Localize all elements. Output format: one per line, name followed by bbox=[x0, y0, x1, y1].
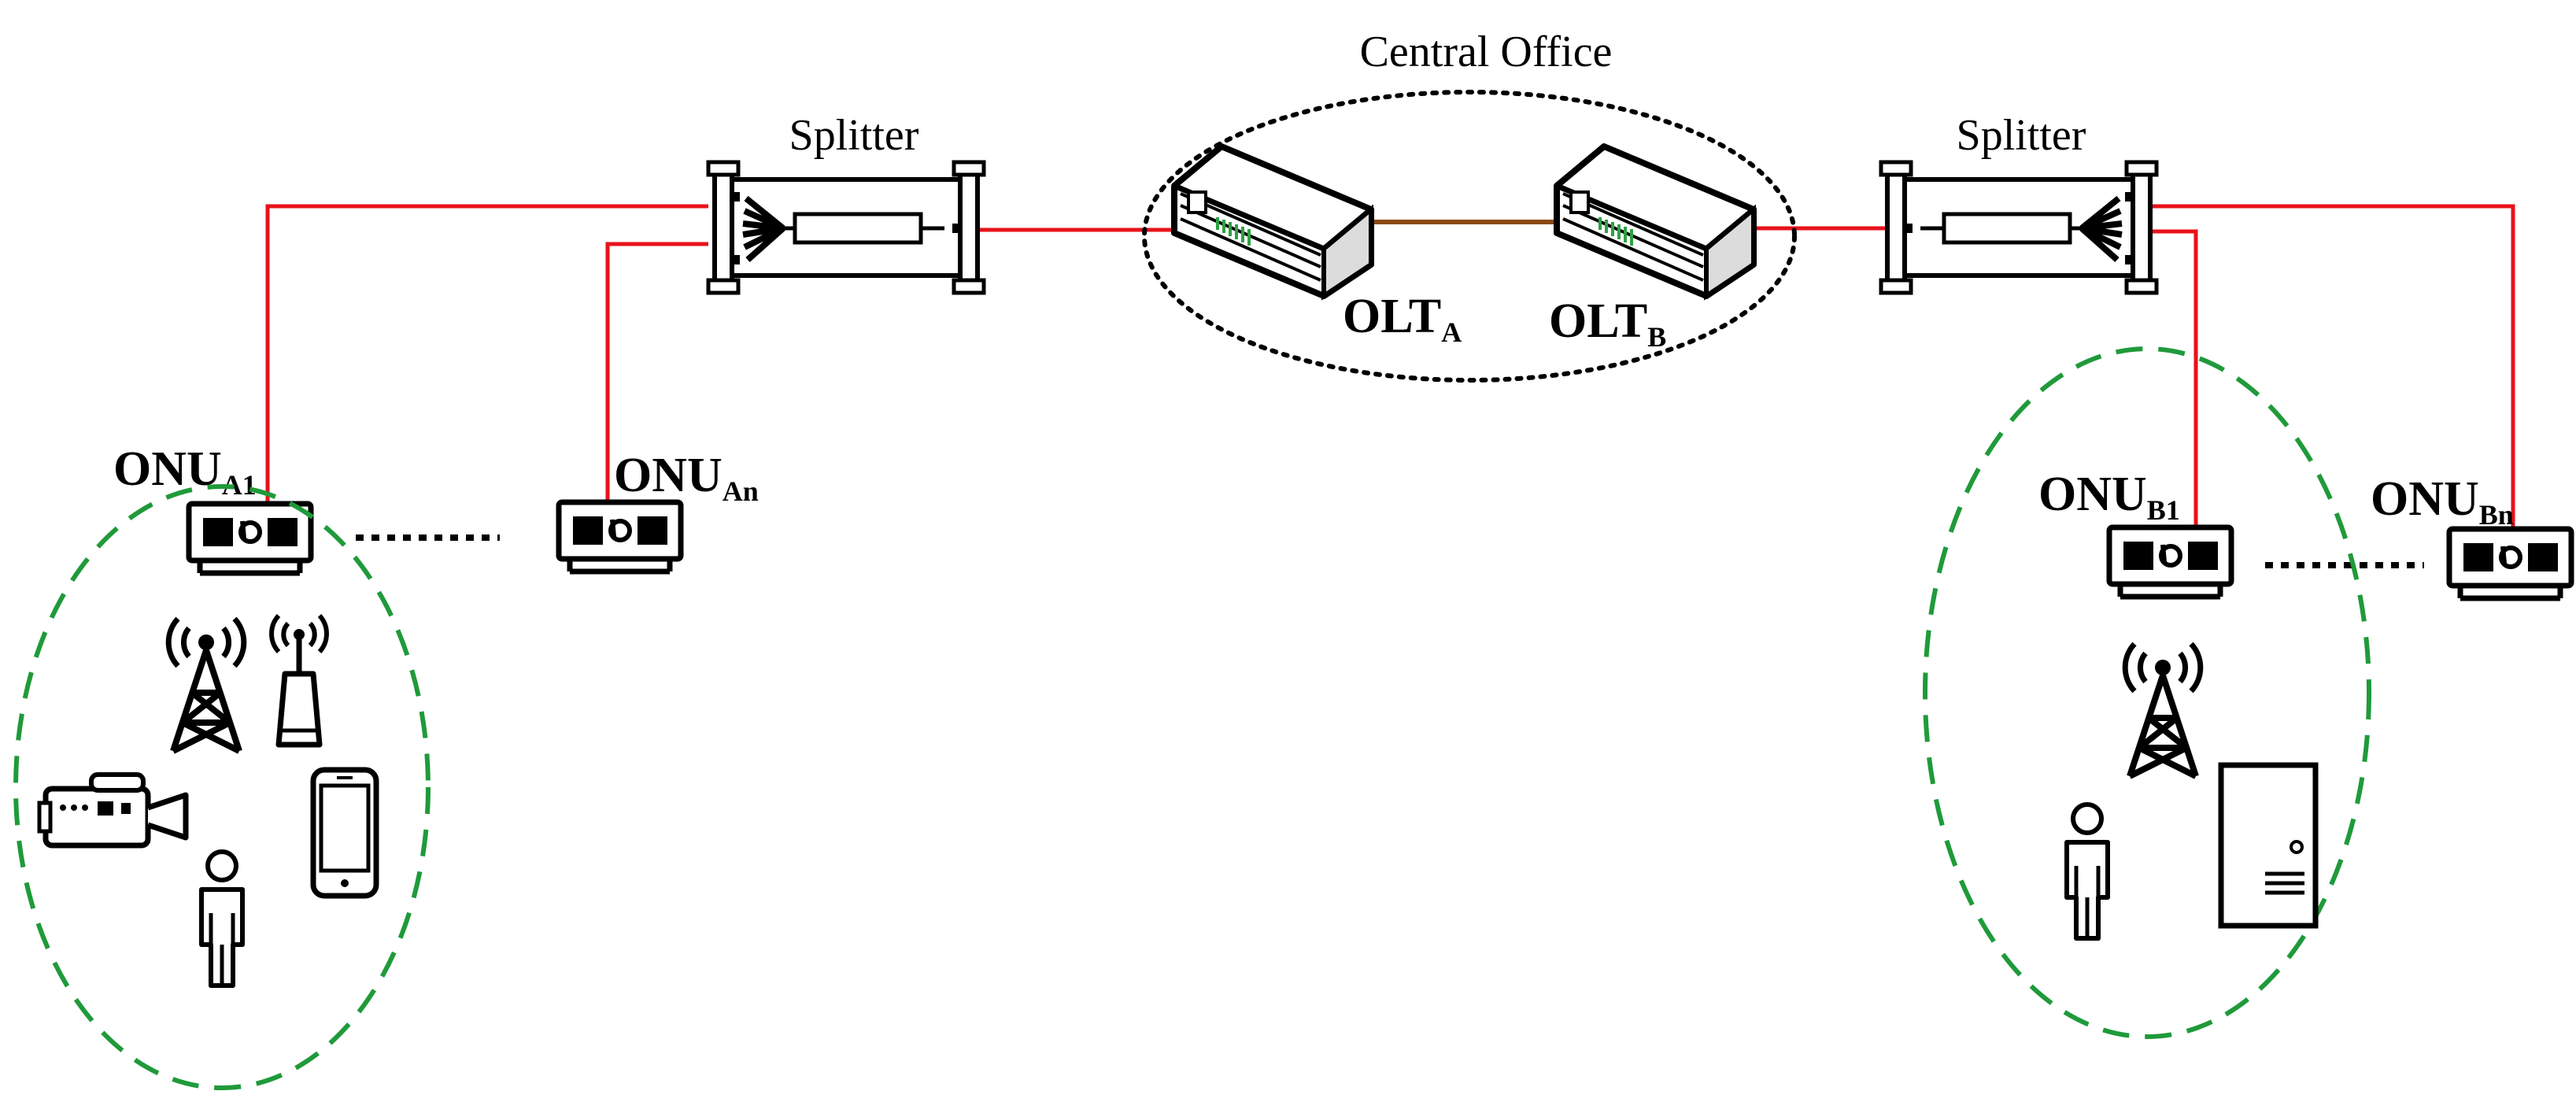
olt-b-sub: B bbox=[1647, 321, 1666, 353]
onu-b1-sub: B1 bbox=[2147, 494, 2180, 526]
splitter-b-icon bbox=[1881, 162, 2157, 293]
splitter-b-label: Splitter bbox=[1957, 111, 2086, 160]
olt-a-device-icon bbox=[1174, 146, 1371, 296]
onu-bn: ONUBn bbox=[2371, 472, 2571, 598]
smartphone-icon bbox=[310, 767, 379, 899]
splitter-b: Splitter bbox=[1881, 111, 2157, 293]
olt-b: OLTB bbox=[1549, 146, 1754, 353]
splitter-a: Splitter bbox=[708, 111, 984, 293]
olt-a-base: OLT bbox=[1343, 290, 1441, 343]
wifi-router-icon bbox=[269, 613, 329, 748]
olt-a-sub: A bbox=[1441, 316, 1462, 348]
onu-b1-label: ONUB1 bbox=[2038, 468, 2180, 526]
fiber-link-onu-an bbox=[605, 242, 708, 516]
olt-b-device-icon bbox=[1557, 146, 1754, 296]
onu-an-device-icon bbox=[559, 502, 681, 571]
person-icon bbox=[2067, 804, 2108, 938]
access-group-b bbox=[1923, 346, 2371, 1039]
onu-bn-label: ONUBn bbox=[2371, 472, 2514, 531]
access-group-b-boundary bbox=[1923, 346, 2371, 1039]
onu-a1-label: ONUA1 bbox=[113, 442, 257, 501]
fiber-links bbox=[265, 204, 2515, 529]
splitter-a-label: Splitter bbox=[789, 111, 919, 160]
olt-b-label: OLTB bbox=[1549, 294, 1666, 353]
splitter-a-icon bbox=[708, 162, 984, 293]
fiber-link-onu-a1 bbox=[265, 204, 708, 504]
onu-bn-sub: Bn bbox=[2479, 499, 2514, 531]
olt-b-base: OLT bbox=[1549, 294, 1647, 348]
central-office-label: Central Office bbox=[1360, 28, 1613, 76]
onu-a1-base: ONU bbox=[113, 442, 222, 496]
onu-an-label: ONUAn bbox=[614, 449, 759, 507]
olt-a-label: OLTA bbox=[1343, 290, 1462, 348]
onu-an: ONUAn bbox=[559, 449, 759, 571]
server-icon bbox=[2218, 762, 2319, 929]
cell-tower-icon bbox=[2125, 644, 2201, 776]
central-office: Central Office bbox=[1142, 28, 1797, 383]
onu-b1-device-icon bbox=[2109, 527, 2231, 597]
onu-bn-device-icon bbox=[2449, 529, 2571, 598]
fiber-link-onu-bn bbox=[2141, 204, 2515, 529]
access-group-a bbox=[13, 484, 431, 1090]
central-office-boundary bbox=[1142, 90, 1797, 383]
onu-b1: ONUB1 bbox=[2038, 468, 2231, 597]
video-camera-icon bbox=[37, 772, 189, 849]
access-group-a-boundary bbox=[13, 484, 431, 1090]
onu-a1: ONUA1 bbox=[113, 442, 311, 573]
person-icon bbox=[201, 852, 242, 986]
onu-b1-base: ONU bbox=[2038, 468, 2147, 521]
cell-tower-icon bbox=[168, 619, 244, 751]
olt-a: OLTA bbox=[1174, 146, 1462, 348]
onu-a1-device-icon bbox=[189, 504, 311, 573]
onu-an-sub: An bbox=[723, 475, 759, 507]
onu-an-base: ONU bbox=[614, 449, 723, 502]
fiber-link-onu-b1 bbox=[2141, 229, 2198, 527]
onu-bn-base: ONU bbox=[2371, 472, 2479, 526]
